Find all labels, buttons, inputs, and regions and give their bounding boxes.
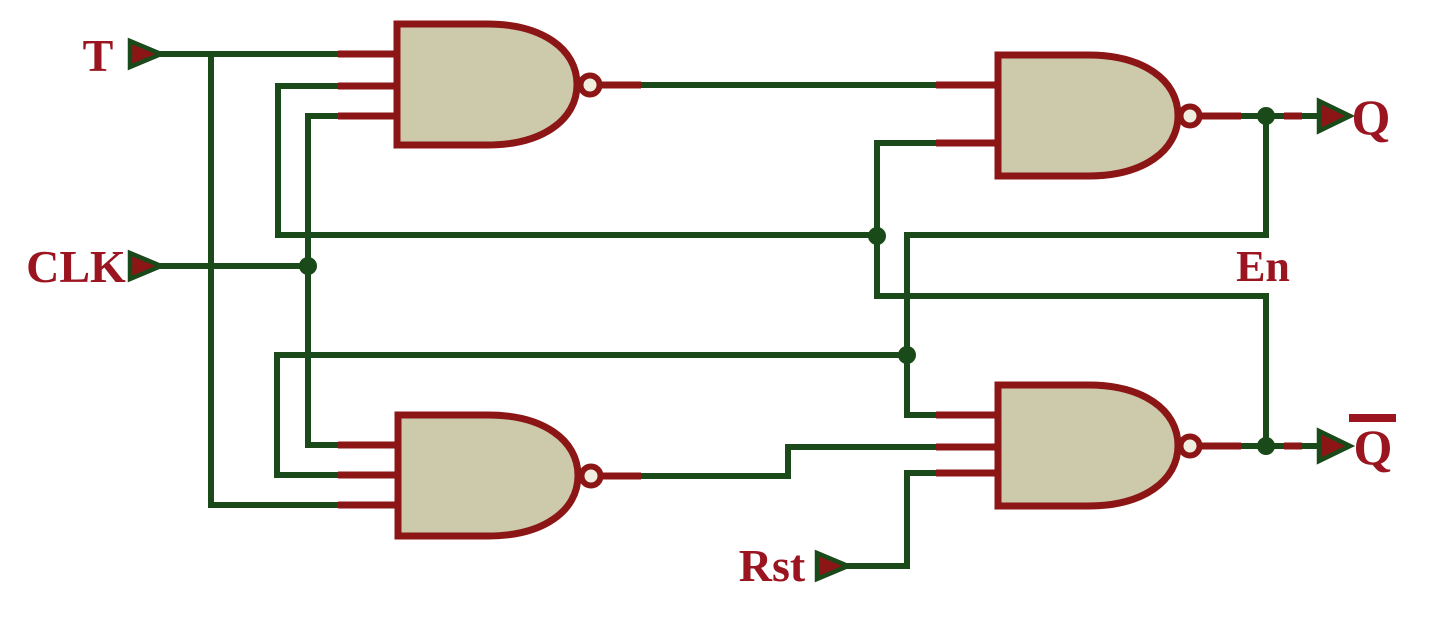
qbar-output-arrow-icon[interactable] bbox=[1316, 427, 1356, 465]
label-q-bar: Q bbox=[1349, 414, 1396, 475]
junction-dot-q-feedback bbox=[898, 346, 916, 364]
nand-gate-bottom-right[interactable] bbox=[994, 381, 1203, 510]
wire-q-feedback-to-gate2 bbox=[274, 352, 910, 478]
label-q-bar-text: Q bbox=[1354, 419, 1393, 475]
nand-gate-top-left-bubble-icon bbox=[577, 72, 603, 98]
wire-qbar-feedback-main bbox=[874, 140, 1269, 449]
q-output-arrow-icon[interactable] bbox=[1316, 97, 1356, 135]
nand-gate-top-left[interactable] bbox=[393, 20, 603, 149]
nand-gate-bottom-right-bubble-icon bbox=[1177, 433, 1203, 459]
nand-gate-bottom-right-body[interactable] bbox=[994, 381, 1182, 510]
label-t: T bbox=[83, 30, 114, 81]
wire-clk-vertical-branch bbox=[305, 113, 344, 448]
pin-stubs bbox=[338, 50, 1302, 509]
nand-gate-top-left-body[interactable] bbox=[393, 20, 581, 149]
net-labels: T CLK Rst En Q Q bbox=[26, 30, 1396, 591]
wire-gate2-output bbox=[637, 444, 941, 479]
junction-dot-q-output bbox=[1257, 107, 1275, 125]
wire-rst bbox=[845, 470, 941, 569]
terminals bbox=[127, 37, 1356, 583]
label-q: Q bbox=[1352, 89, 1391, 145]
t-input-terminal-icon[interactable] bbox=[127, 37, 167, 71]
gates bbox=[393, 20, 1203, 540]
nand-gate-bottom-left-body[interactable] bbox=[394, 411, 582, 540]
clk-input-terminal-icon[interactable] bbox=[127, 249, 167, 283]
rst-input-terminal-icon[interactable] bbox=[814, 549, 854, 583]
nand-gate-bottom-left[interactable] bbox=[394, 411, 604, 540]
junction-dots bbox=[299, 107, 1275, 455]
label-en: En bbox=[1236, 242, 1290, 291]
junction-dot-qbar-feedback bbox=[868, 227, 886, 245]
label-q-bar-overline bbox=[1349, 414, 1396, 422]
label-rst: Rst bbox=[739, 540, 806, 591]
junction-dot-qbar-output bbox=[1257, 437, 1275, 455]
wire-q-feedback-main bbox=[904, 113, 1269, 418]
nand-gate-top-right-body[interactable] bbox=[994, 51, 1182, 180]
junction-dot-clk bbox=[299, 257, 317, 275]
nand-gate-bottom-left-bubble-icon bbox=[578, 463, 604, 489]
nand-gate-top-right-bubble-icon bbox=[1177, 103, 1203, 129]
nand-gate-top-right[interactable] bbox=[994, 51, 1203, 180]
label-clk: CLK bbox=[26, 241, 126, 292]
wire-qbar-feedback-to-gate1 bbox=[275, 83, 880, 238]
wire-t-branch-to-gate2 bbox=[208, 51, 344, 508]
